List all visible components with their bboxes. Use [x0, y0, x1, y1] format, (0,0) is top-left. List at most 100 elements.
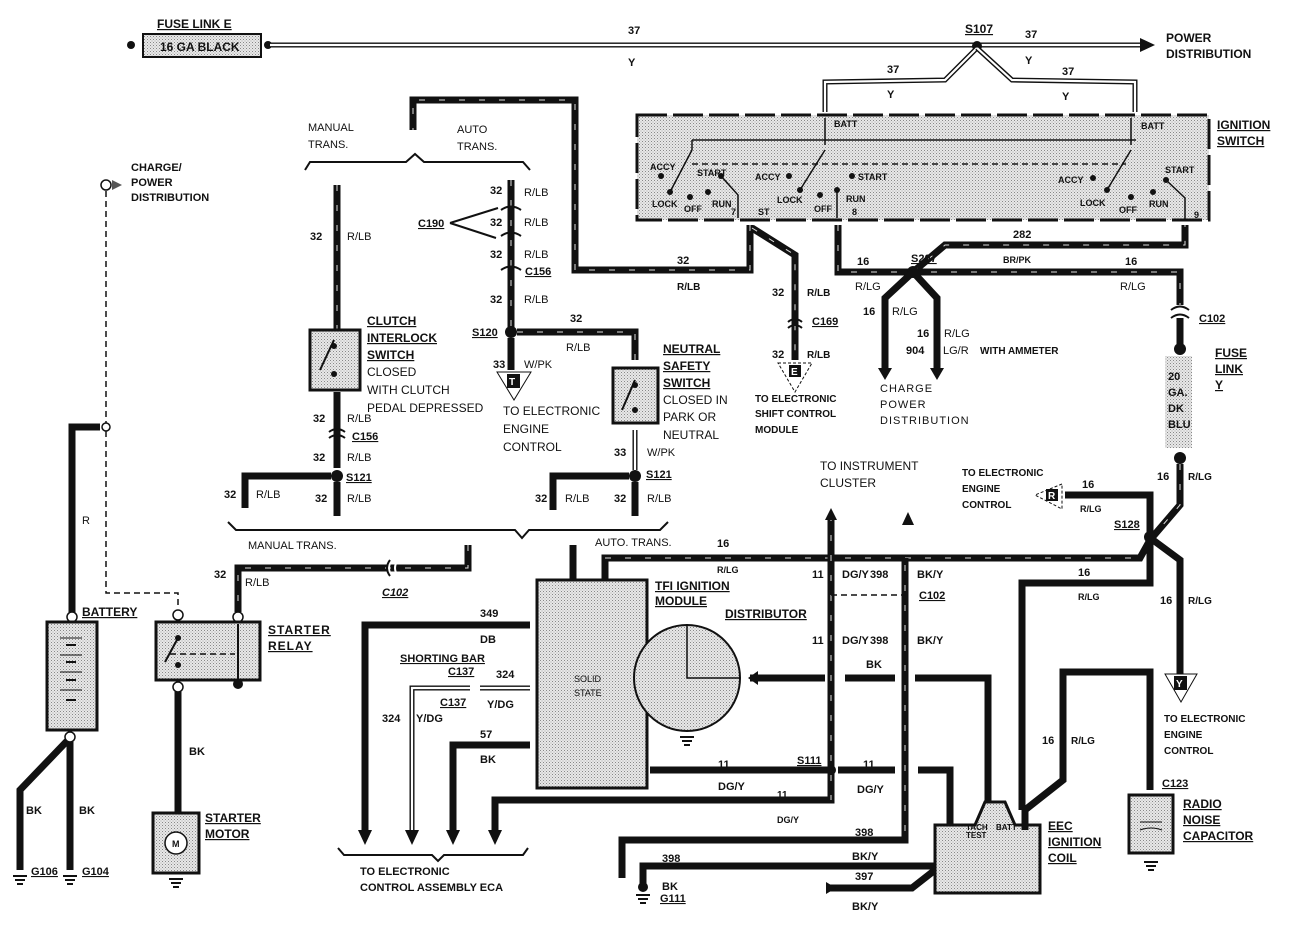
splice-s121	[331, 470, 343, 482]
fuse-spec: BLU	[1168, 419, 1191, 431]
escm-label: TO ELECTRONIC	[755, 394, 836, 405]
connector-c123: C123	[1162, 778, 1188, 790]
wire-color: Y/DG	[487, 699, 514, 711]
wire-circuit: 32	[313, 452, 325, 464]
wire-color: R/LB	[347, 452, 371, 464]
wire-color: R/LB	[524, 249, 548, 261]
arrow-icon	[1140, 38, 1155, 52]
connector-c156: C156	[525, 266, 551, 278]
splice-s121-label: S121	[346, 472, 372, 484]
wire-color: W/PK	[524, 359, 553, 371]
nss-desc-3: NEUTRAL	[663, 428, 719, 442]
wire-color: BK	[480, 754, 496, 766]
wire-color: DG/Y	[857, 784, 885, 796]
s207-group: S207 16 R/LG 282 BR/PK 16 R/LG 16 R/LG 1…	[834, 225, 1189, 427]
wire-color: R/LG	[944, 328, 970, 340]
clutch-desc-3: PEDAL DEPRESSED	[367, 401, 484, 415]
wire-color: R/LB	[565, 493, 589, 505]
wire-circuit: 32	[214, 569, 226, 581]
ground-icon	[63, 875, 77, 885]
to-eec-label-3: CONTROL	[503, 440, 562, 454]
wire-color: R/LB	[245, 577, 269, 589]
wire-color: BK	[866, 659, 882, 671]
wire-circuit: 16	[1082, 479, 1094, 491]
wire-color: R/LB	[524, 294, 548, 306]
accy-label: ACCY	[650, 162, 676, 172]
wire-circuit: 32	[677, 255, 689, 267]
wire-circuit: 398	[662, 853, 680, 865]
nss-desc-2: PARK OR	[663, 410, 716, 424]
starter-motor-label: STARTER	[205, 811, 261, 825]
wire-color: R/LG	[1078, 592, 1100, 602]
wire-circuit: 32	[535, 493, 547, 505]
escm-tag-icon	[789, 365, 801, 377]
wire-circuit: 11	[777, 790, 788, 801]
nss-desc: CLOSED IN	[663, 393, 728, 407]
clutch-title: CLUTCH	[367, 314, 416, 328]
wire-circuit: 33	[493, 359, 505, 371]
eec-tag-t: T	[509, 377, 515, 388]
charge-power-label: CHARGE	[880, 383, 933, 395]
fuse-spec: DK	[1168, 403, 1184, 415]
eec-tag-icon	[507, 374, 520, 388]
wire-color: DB	[480, 634, 496, 646]
eec-ignition-coil: TACH TEST BATT EEC IGNITION COIL	[933, 800, 1101, 895]
wire-color: BK/Y	[917, 569, 944, 581]
wire-color: R/LB	[566, 342, 590, 354]
neutral-safety-switch	[611, 366, 660, 425]
ground-g111: 398 398 BK/Y BK G111 397 BK/Y	[636, 827, 940, 913]
wire-circuit: 32	[224, 489, 236, 501]
fuse-link-y-title-3: Y	[1215, 378, 1223, 392]
wire-color: R/LG	[717, 565, 739, 575]
wire-color: DG/Y	[842, 635, 870, 647]
battery: R BATTERY BK BK G106 G104	[13, 423, 137, 885]
escm-label-3: MODULE	[755, 425, 799, 436]
tfi-ignition-module: 16 R/LG SOLID STATE TFI IGNITION MODULE …	[535, 538, 1154, 830]
ground-icon	[169, 878, 183, 888]
arrow-down-icon	[930, 368, 944, 380]
arrow-down-icon	[878, 368, 892, 380]
instrument-cluster-wires: C102 11 DG/Y 398 BK/Y 11 DG/Y 398 BK/Y T…	[491, 459, 945, 878]
wire-color: R/LG	[1080, 504, 1102, 514]
charge-power-label-3: DISTRIBUTION	[880, 415, 970, 427]
eec-tag-icon	[1174, 676, 1187, 690]
nss-title-2: SAFETY	[663, 359, 710, 373]
wire-circuit: 37	[628, 25, 640, 37]
radio-noise-capacitor: 16 R/LG C123 RADIO NOISE CAPACITOR	[1021, 668, 1254, 871]
start-label: START	[697, 168, 727, 178]
eec-coil-title: EEC	[1048, 819, 1073, 833]
battery-label: BATTERY	[82, 605, 137, 619]
wire-circuit: 398	[870, 569, 888, 581]
solid-state-label: SOLID	[574, 674, 602, 684]
splice-s120-label: S120	[472, 327, 498, 339]
splice-s121	[629, 470, 641, 482]
connector-c137: C137	[448, 666, 474, 678]
wire-circuit: 324	[382, 713, 401, 725]
wire-color: BK/Y	[852, 901, 879, 913]
wire-color: DG/Y	[842, 569, 870, 581]
wire-color: R/LG	[892, 306, 918, 318]
splice-s120	[505, 326, 517, 338]
wire-color: R/LB	[524, 217, 548, 229]
wire-circuit: 32	[490, 217, 502, 229]
splice-s111	[826, 765, 836, 775]
wire-circuit: 32	[614, 493, 626, 505]
fuse-link-y-title: FUSE	[1215, 346, 1247, 360]
lock-label: LOCK	[777, 195, 803, 205]
wire-circuit: 398	[870, 635, 888, 647]
wire-color: DG/Y	[718, 781, 746, 793]
wire-color: R/LG	[1120, 281, 1146, 293]
wire-color: BK	[79, 805, 95, 817]
eca-wires: 349 DB SHORTING BAR C137 C137 324 Y/DG 3…	[337, 608, 530, 894]
radio-capacitor-title: RADIO	[1183, 797, 1222, 811]
terminal-label: 7	[731, 207, 736, 217]
manual-trans-circuit: 32 R/LB CLUTCH INTERLOCK SWITCH CLOSED W…	[224, 185, 484, 516]
wire-circuit: 32	[772, 287, 784, 299]
wire-color: R	[82, 515, 90, 527]
wire-color: BK	[662, 881, 678, 893]
starter-motor-label-2: MOTOR	[205, 827, 250, 841]
to-eec-y-label: TO ELECTRONIC	[1164, 714, 1245, 725]
wire-color: Y/DG	[416, 713, 443, 725]
manual-trans-label: MANUAL	[308, 122, 354, 134]
wire-circuit: 16	[863, 306, 875, 318]
